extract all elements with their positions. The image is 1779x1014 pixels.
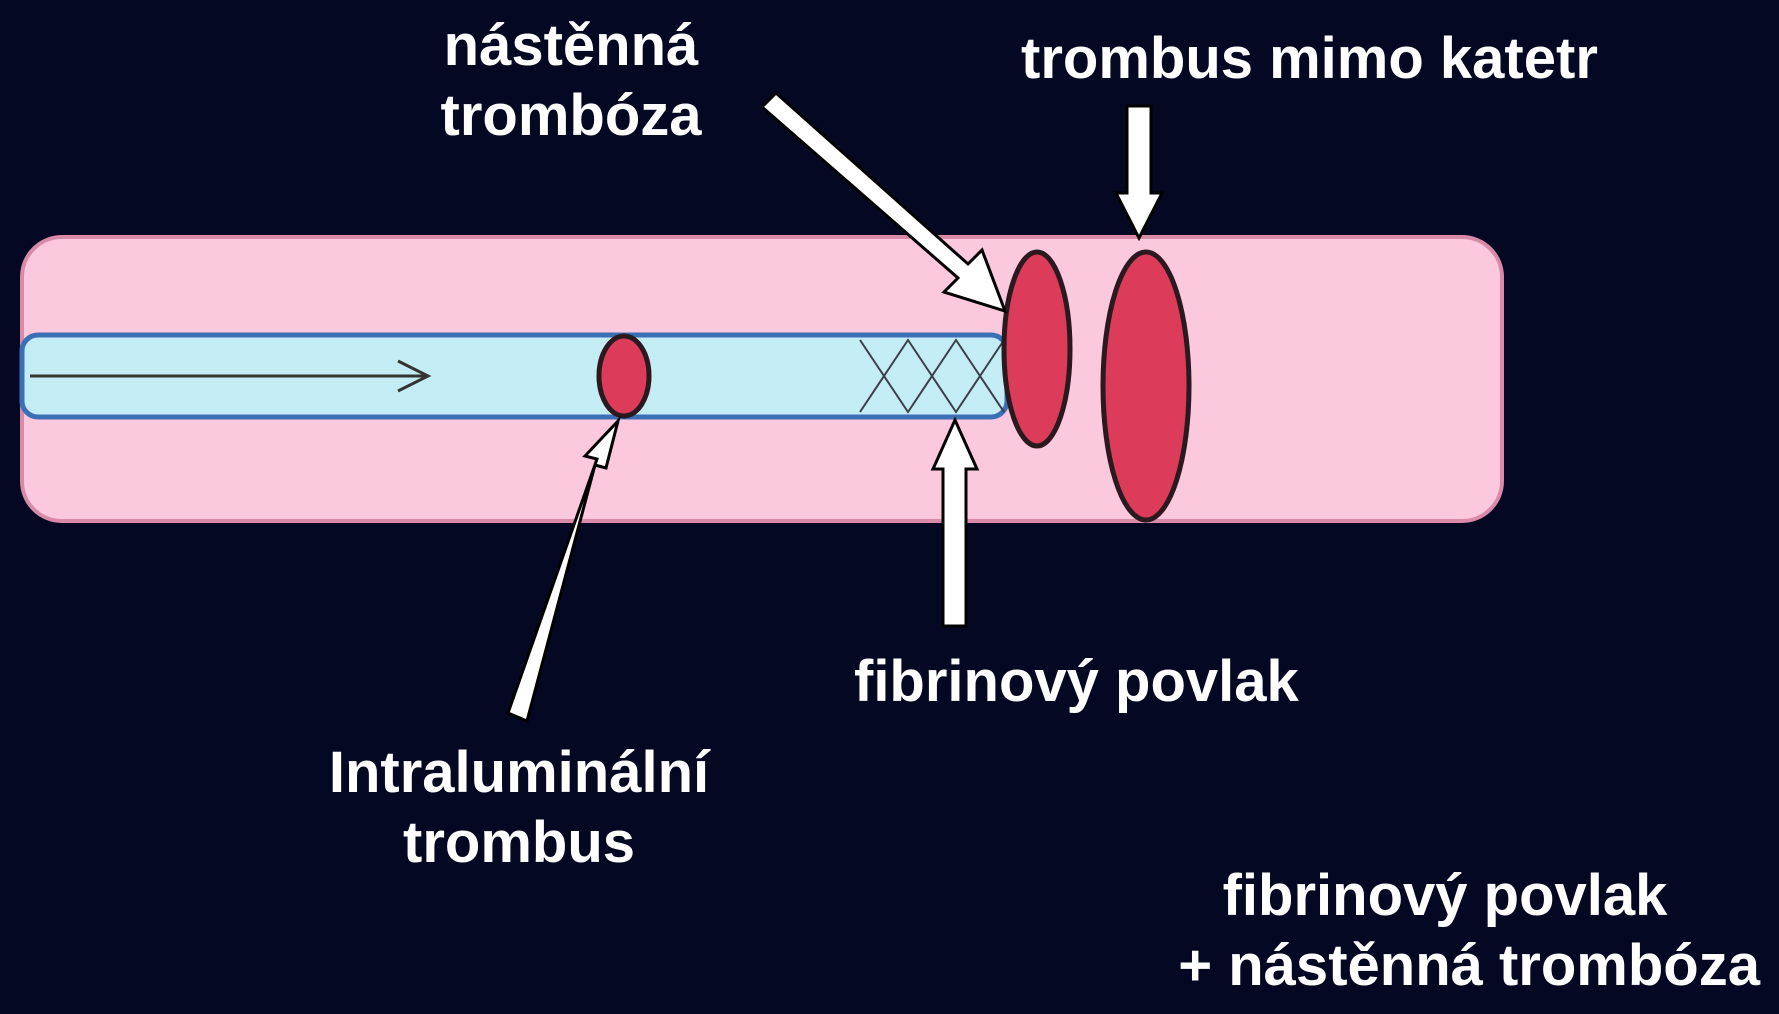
label-wall-thrombosis: nástěnná trombóza xyxy=(418,11,724,150)
intraluminal-thrombus xyxy=(599,336,649,416)
arrow-thrombus-outside xyxy=(1116,106,1162,238)
label-fibrin-sheath-wall-thrombosis: fibrinový povlak + nástěnná trombóza xyxy=(1100,861,1760,1000)
thrombus-outside-catheter xyxy=(1103,252,1189,520)
label-intraluminal-thrombus: Intraluminální trombus xyxy=(282,738,756,877)
label-fibrin-sheath: fibrinový povlak xyxy=(854,647,1299,717)
wall-thrombus xyxy=(1004,252,1070,446)
label-thrombus-outside-catheter: trombus mimo katetr xyxy=(1021,24,1598,94)
